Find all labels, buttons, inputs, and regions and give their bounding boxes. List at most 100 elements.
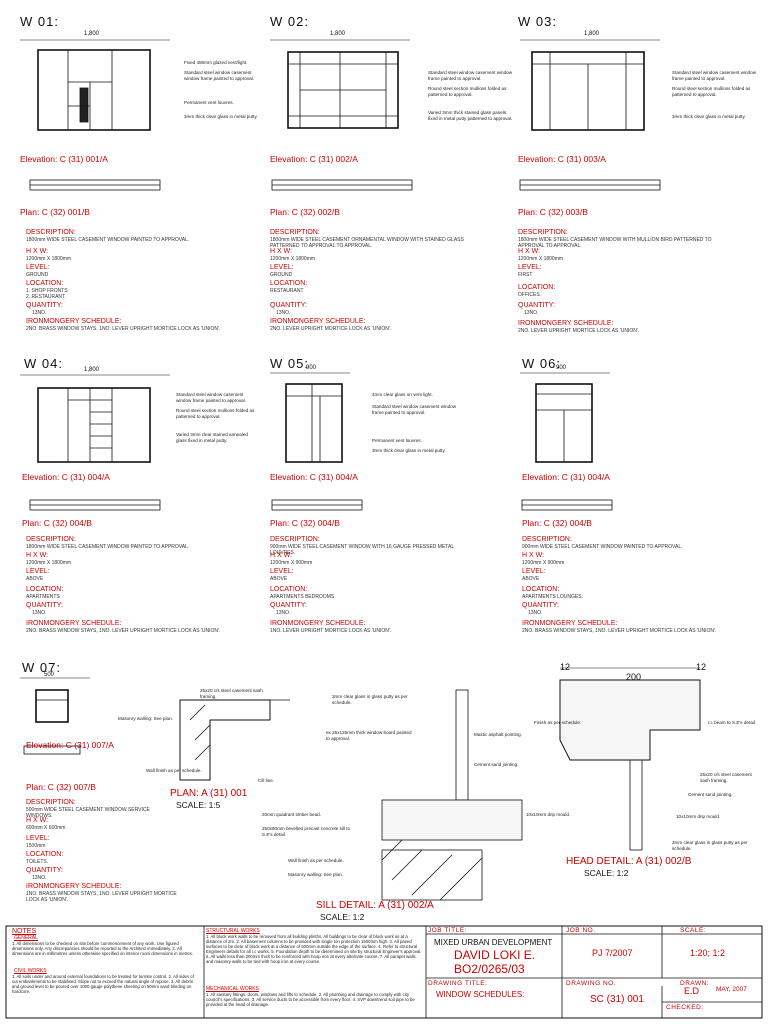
notes-general-heading: GENERAL [14,935,38,941]
w07-elevation-caption: Elevation: C (31) 007/A [26,740,114,750]
w01-note-2: Standard steel window casement window fr… [184,70,254,81]
w05-note-4: 3mm thick clear glass in metal putty. [372,448,446,453]
w01-level-label: LEVEL: [26,264,50,271]
w04-title: W 04: [24,356,63,371]
sill-note-6: 250x80mm bevelled precast concrete sill … [262,826,351,837]
w06-location: APARTMENTS LOUNGES. [522,594,583,600]
notes-civil-heading: CIVIL WORKS [14,968,47,974]
w06-qty: 13NO. [528,610,543,616]
w05-elevation-caption: Elevation: C (31) 004/A [270,472,358,482]
notes-civil-text: 1. All soils under and around external f… [12,974,194,994]
w02-location-label: LOCATION: [270,280,308,287]
w01-title: W 01: [20,14,59,29]
head-note-5: 10x10mm drip mould. [676,814,721,819]
author-name: DAVID LOKI E. [454,948,536,962]
w05-location: APARTMENTS BEDROOMS [270,594,335,600]
w05-level-label: LEVEL: [270,568,294,575]
w04-overall-dim: 1,800 [84,367,100,373]
w01-overall-dim: 1,800 [84,31,100,37]
w04-elevation-caption: Elevation: C (31) 004/A [22,472,110,482]
w05-desc: 900mm WIDE STEEL CASEMENT WINDOW WITH 16… [270,544,454,556]
notes-mechanical-text: 1. All sanitary fittings, doors, windows… [206,992,415,1007]
job-no-label: JOB NO. [566,927,596,934]
w01-qty: 13NO. [32,310,47,316]
w01-location: 1. SHOP FRONTS 2. RESTAURANT. [26,288,68,300]
w06-elevation-caption: Elevation: C (31) 004/A [522,472,610,482]
notes-mechanical-heading: MECHANICAL WORKS [206,986,259,992]
w06-plan-caption: Plan: C (32) 004/B [522,518,592,528]
w07-qty: 13NO. [32,875,47,881]
w04-iron-label: IRONMONGERY SCHEDULE: [26,620,122,627]
w02-note-1: Standard steel window casement window fr… [428,70,513,81]
w05-level: ABOVE [270,576,288,582]
w02-note-3: Varied 3mm thick stained glass panels fi… [428,110,513,121]
w01-level: GROUND [26,272,49,278]
w07-level: 1500mm [26,843,46,849]
drawn-label: DRAWN: [680,980,710,987]
w02-qty-label: QUANTITY: [270,302,307,309]
w05-hxw: 1200mm X 900mm [270,560,313,566]
w03-note-1: Standard steel window casement window fr… [672,70,757,81]
sill-note-2: ex 25x125mm thick window board painted t… [326,730,412,741]
sill-note-8: Masonry walling: See plan. [288,872,343,877]
w01-qty-label: QUANTITY: [26,302,63,309]
w03-hxw-label: H X W: [518,248,541,255]
head-detail-scale: SCALE: 1:2 [584,868,629,878]
w07-overall-dim: 500 [44,672,55,678]
job-title: MIXED URBAN DEVELOPMENT [434,938,553,947]
w07-desc-label: DESCRIPTION: [26,799,76,806]
plan-detail-title: PLAN: A (31) 001 [170,788,248,799]
w02-level: GROUND [270,272,293,278]
w02-location: RESTAURANT [270,288,304,294]
sill-note-9: 10x10mm drip mould. [526,812,571,817]
w06-location-label: LOCATION: [522,586,560,593]
w01-elevation-caption: Elevation: C (31) 001/A [20,154,108,164]
w05-note-2: Standard steel window casement window fr… [372,404,457,415]
head-detail-title: HEAD DETAIL: A (31) 002/B [566,856,692,867]
w02-plan-caption: Plan: C (32) 002/B [270,207,340,217]
sill-note-5: 20mm quadrant timber bead. [262,812,321,817]
w07-level-label: LEVEL: [26,835,50,842]
w03-location: OFFICES. [518,292,542,298]
notes-structural-heading: STRUCTURAL WORKS [206,928,260,934]
w03-desc-label: DESCRIPTION: [518,229,568,236]
w03-qty: 13NO. [524,310,539,316]
w03-iron-label: IRONMONGERY SCHEDULE: [518,320,614,327]
w04-desc: 1800mm WIDE STEEL CASEMENT WINDOW PAINTE… [26,544,190,550]
sill-detail-title: SILL DETAIL: A (31) 002/A [316,900,434,911]
w06-iron: 2NO. BRASS WINDOW STAYS, 1NO. LEVER UPRI… [522,628,717,634]
plan-detail-note-4: Cill line. [258,778,275,783]
w02-note-2: Round steel section mullions folded as p… [428,86,507,97]
sill-note-7: Wall finish as per schedule. [288,858,344,863]
w06-hxw: 1200mm X 900mm [522,560,565,566]
w04-note-2: Round steel section mullions folded as p… [176,408,255,419]
w02-elevation-caption: Elevation: C (31) 002/A [270,154,358,164]
w07-iron-label: IRONMONGERY SCHEDULE: [26,883,122,890]
w06-title: W 06: [522,356,561,371]
w02-overall-dim: 1,800 [330,31,346,37]
drawing-title-label: DRAWING TITLE: [428,980,488,987]
w07-hxw-label: H X W: [26,817,49,824]
w07-title: W 07: [22,660,61,675]
w03-note-2: Round steel section mullions folded as p… [672,86,751,97]
w02-iron: 2NO. LEVER UPRIGHT MORTICE LOCK AS 'UNIO… [270,326,392,332]
w04-qty: 13NO. [32,610,47,616]
w01-note-4: 3mm thick clear glass in metal putty. [184,114,258,119]
scale-value: 1:20; 1:2 [690,948,726,958]
w05-location-label: LOCATION: [270,586,308,593]
w06-qty-label: QUANTITY: [522,602,559,609]
w07-desc: 500mm WIDE STEEL CASEMENT WINDOW SERVICE… [26,807,150,819]
w07-hxw: 600mm X 600mm [26,825,66,831]
w03-iron: 2NO. LEVER UPRIGHT MORTICE LOCK AS 'UNIO… [518,328,640,334]
head-note-3: 25x20 c/s steel casement sash framing. [700,772,752,783]
notes-general-text: 1. All dimensions to be checked on site … [12,941,194,956]
w01-note-1: Fixed 480mm glazed vent/light. [184,60,248,65]
sill-note-1: 3mm clear glass in glass putty as per sc… [332,694,408,705]
w06-desc: 900mm WIDE STEEL CASEMENT WINDOW PAINTED… [522,544,683,550]
job-title-label: JOB TITLE: [428,927,467,934]
w04-qty-label: QUANTITY: [26,602,63,609]
w01-hxw: 1200mm X 1800mm [26,256,72,262]
w01-iron-label: IRONMONGERY SCHEDULE: [26,318,122,325]
plan-detail-note-1: 25x20 c/s steel casement sash framing. [200,688,263,699]
head-note-4: Cement sand jointing. [688,792,733,797]
